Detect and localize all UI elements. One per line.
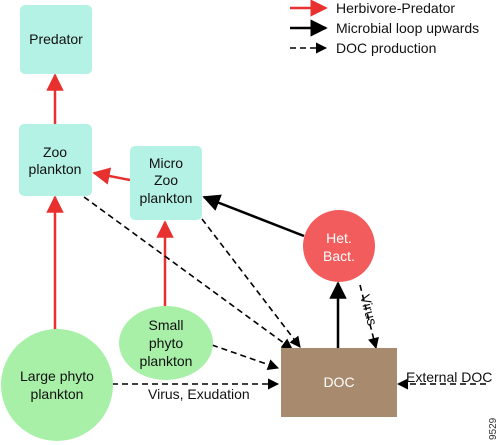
virus-exudation-label: Virus, Exudation (148, 386, 250, 402)
smallphyto-ellipse (119, 306, 213, 380)
figure-id: 9529 (488, 417, 499, 440)
edge-microzoo-to-doc (201, 218, 301, 348)
microzoo-label-line3: plankton (140, 190, 193, 206)
doc-label: DOC (323, 374, 354, 390)
node-large-phytoplankton: Large phyto plankton (1, 329, 113, 441)
predator-box (20, 5, 92, 74)
zooplankton-label-line2: plankton (29, 161, 82, 177)
hetbact-label-line1: Het. (326, 230, 352, 246)
edges (46, 73, 486, 390)
hetbact-label-line2: Bact. (323, 248, 355, 264)
external-doc-label: External DOC (406, 369, 492, 385)
legend: Herbivore-Predator Microbial loop upward… (290, 0, 479, 56)
legend-doc-production-label: DOC production (336, 40, 436, 56)
largephyto-label-line2: plankton (31, 386, 84, 402)
largephyto-circle (1, 329, 113, 441)
edge-hetbact-to-microzoo (202, 194, 305, 238)
smallphyto-label-line2: phyto (149, 335, 183, 351)
node-small-phytoplankton: Small phyto plankton (119, 306, 213, 380)
predator-label: Predator (29, 31, 83, 47)
doc-box (281, 348, 397, 417)
virus-label: Virus (357, 293, 381, 328)
node-zooplankton: Zoo plankton (19, 124, 92, 196)
node-microzooplankton: Micro Zoo plankton (130, 146, 202, 220)
zooplankton-label-line1: Zoo (43, 144, 67, 160)
microzoo-label-line2: Zoo (154, 172, 178, 188)
node-predator: Predator (20, 5, 92, 74)
node-doc: DOC (281, 348, 397, 417)
node-het-bact: Het. Bact. (303, 210, 375, 282)
microzoo-label-line1: Micro (149, 155, 183, 171)
largephyto-label-line1: Large phyto (20, 368, 94, 384)
edge-smallphyto-to-doc (211, 344, 280, 370)
zooplankton-box (19, 124, 92, 196)
edge-microzoo-to-zooplankton (92, 167, 131, 185)
smallphyto-label-line1: Small (148, 317, 183, 333)
hetbact-circle (303, 210, 375, 282)
smallphyto-label-line3: plankton (140, 353, 193, 369)
legend-herbivore-predator-label: Herbivore-Predator (336, 0, 455, 16)
edge-zooplankton-to-doc (83, 196, 293, 350)
edge-hetbact-to-doc-virus (359, 284, 379, 350)
legend-microbial-loop-label: Microbial loop upwards (336, 20, 479, 36)
microzoo-box (130, 146, 202, 220)
